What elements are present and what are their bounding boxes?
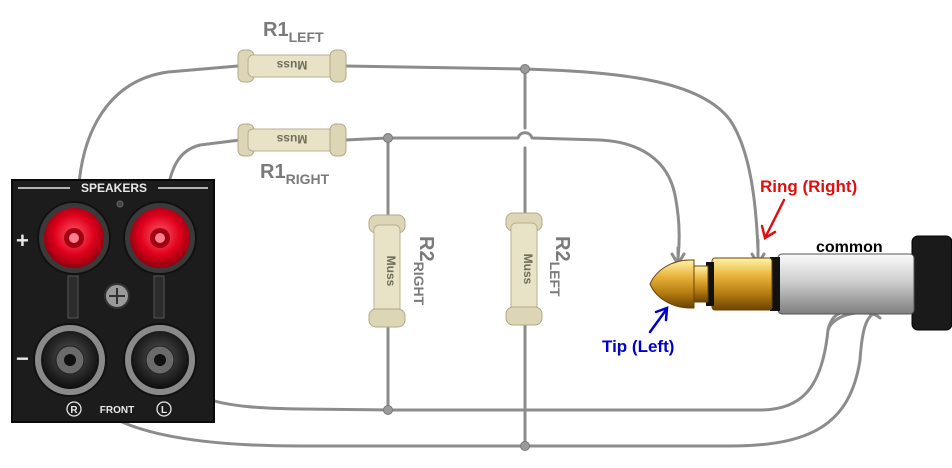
label-r1-right: R1RIGHT — [260, 161, 330, 187]
label-tip-left: Tip (Left) — [602, 337, 674, 356]
junction-node — [383, 133, 393, 143]
plug-tip — [649, 259, 695, 309]
plug-handle — [911, 235, 952, 331]
resistor-marking: Muss — [276, 58, 307, 72]
resistor-marking: Muss — [521, 254, 535, 285]
junction-nodes — [383, 64, 530, 451]
resistor-r1-left: Muss — [237, 49, 347, 83]
minus-sign: − — [16, 346, 29, 371]
resistor-r2-right: Muss — [368, 214, 406, 328]
plug-insulator — [770, 257, 780, 311]
resistor-marking: Muss — [276, 132, 307, 146]
junction-node — [520, 441, 530, 451]
label-r2-left: R2LEFT — [547, 236, 573, 297]
right-channel-badge: R — [70, 405, 78, 416]
arrow-tip-indicator — [648, 306, 669, 334]
wire-right-negative-to-common — [163, 310, 848, 412]
label-r2-right: R2RIGHT — [411, 236, 437, 306]
label-ring-right: Ring (Right) — [760, 177, 857, 196]
right-negative-terminal — [123, 323, 197, 397]
trs-plug — [649, 235, 952, 331]
resistor-r2-left: Muss — [505, 212, 543, 326]
label-r1-left: R1LEFT — [263, 19, 324, 45]
junction-node — [520, 64, 530, 74]
wire-r1-right-to-tip — [343, 131, 681, 260]
junction-node — [383, 405, 393, 415]
left-channel-badge: L — [161, 405, 167, 416]
panel-screw — [104, 283, 130, 309]
right-positive-terminal — [123, 201, 197, 275]
left-positive-terminal — [37, 201, 111, 275]
wire-left-positive-to-r1-left — [76, 64, 240, 202]
resistor-marking: Muss — [384, 256, 398, 287]
plug-ring — [711, 257, 773, 311]
left-negative-terminal — [33, 323, 107, 397]
panel-title: SPEAKERS — [81, 181, 147, 195]
plug-sleeve — [777, 253, 915, 315]
front-label: FRONT — [100, 405, 134, 416]
speaker-terminal-panel: SPEAKERS + − — [11, 179, 215, 423]
plus-sign: + — [16, 228, 29, 253]
label-common: common — [816, 239, 883, 256]
plug-insulator — [706, 262, 714, 306]
resistor-r1-right: Muss — [237, 123, 347, 157]
arrow-ring-indicator — [760, 198, 786, 240]
wire-r1-left-to-ring — [343, 64, 760, 252]
